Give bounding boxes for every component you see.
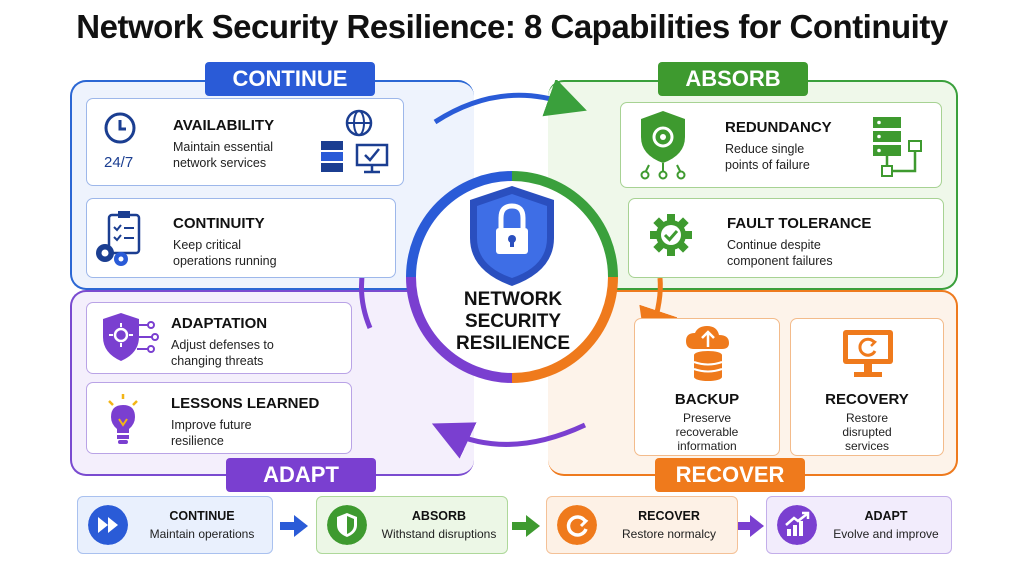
page-title: Network Security Resilience: 8 Capabilit…	[76, 8, 948, 45]
continuity-desc-1: Keep critical	[173, 238, 242, 252]
card-availability: 24/7 AVAILABILITY Maintain essential net…	[86, 98, 404, 186]
cloud-database-icon	[686, 326, 729, 381]
server-globe-icon	[321, 109, 389, 174]
growth-chart-icon	[777, 505, 817, 545]
fault-tolerance-desc-1: Continue despite	[727, 238, 821, 252]
lessons-learned-desc-1: Improve future	[171, 418, 252, 432]
recover-label: RECOVER	[655, 458, 805, 492]
adaptation-title: ADAPTATION	[171, 315, 268, 332]
redundancy-desc-2: points of failure	[725, 158, 810, 172]
fault-tolerance-title: FAULT TOLERANCE	[727, 215, 872, 232]
refresh-icon	[557, 505, 597, 545]
flow-arrow-2	[512, 515, 540, 537]
availability-desc-1: Maintain essential	[173, 140, 274, 154]
availability-badge: 24/7	[104, 154, 134, 171]
adaptation-desc-1: Adjust defenses to	[171, 338, 274, 352]
server-failover-icon	[873, 117, 922, 177]
backup-desc-1: Preserve	[682, 411, 732, 425]
shield-circuit-icon	[103, 313, 159, 361]
recovery-title: RECOVERY	[825, 391, 909, 408]
redundancy-title: REDUNDANCY	[725, 119, 832, 136]
card-continuity: CONTINUITY Keep critical operations runn…	[86, 198, 396, 278]
flow-step-recover: RECOVER Restore normalcy	[546, 496, 738, 554]
backup-desc-3: information	[677, 439, 737, 453]
flow-recover-title: RECOVER	[638, 509, 700, 523]
shield-check-icon	[327, 505, 367, 545]
adaptation-desc-2: changing threats	[171, 354, 264, 368]
flow-continue-desc: Maintain operations	[149, 527, 255, 541]
clipboard-gears-icon	[96, 211, 141, 266]
arrow-continue-to-absorb	[433, 80, 587, 125]
arrow-recover-to-adapt	[431, 422, 587, 459]
center-ring	[406, 171, 618, 383]
continue-label: CONTINUE	[205, 62, 375, 96]
flow-arrow-3	[738, 515, 764, 537]
fault-tolerance-desc-2: component failures	[727, 254, 833, 268]
lightbulb-icon	[108, 394, 138, 444]
continuity-desc-2: operations running	[173, 254, 277, 268]
recovery-desc-3: services	[844, 439, 889, 453]
redundancy-desc-1: Reduce single	[725, 142, 805, 156]
fast-forward-icon	[88, 505, 128, 545]
shield-network-icon	[640, 111, 686, 180]
backup-desc-2: recoverable	[675, 425, 739, 439]
card-backup: BACKUP Preserve recoverable information	[634, 318, 780, 456]
flow-continue-title: CONTINUE	[169, 509, 235, 523]
lessons-learned-desc-2: resilience	[171, 434, 224, 448]
flow-absorb-desc: Withstand disruptions	[381, 527, 497, 541]
center-title: NETWORK SECURITY RESILIENCE	[455, 289, 571, 354]
clock-icon	[104, 112, 136, 144]
availability-title: AVAILABILITY	[173, 117, 275, 134]
card-recovery: RECOVERY Restore disrupted services	[790, 318, 944, 456]
monitor-refresh-icon	[843, 330, 893, 377]
flow-absorb-title: ABSORB	[411, 509, 467, 523]
lessons-learned-title: LESSONS LEARNED	[171, 395, 320, 412]
flow-adapt-desc: Evolve and improve	[833, 527, 939, 541]
continuity-title: CONTINUITY	[173, 215, 265, 232]
adapt-label: ADAPT	[226, 458, 376, 492]
card-lessons-learned: LESSONS LEARNED Improve future resilienc…	[86, 382, 352, 454]
recovery-desc-2: disrupted	[842, 425, 892, 439]
shield-lock-icon	[470, 186, 554, 286]
recovery-desc-1: Restore	[845, 411, 889, 425]
card-fault-tolerance: FAULT TOLERANCE Continue despite compone…	[628, 198, 944, 278]
card-adaptation: ADAPTATION Adjust defenses to changing t…	[86, 302, 352, 374]
flow-recover-desc: Restore normalcy	[621, 527, 717, 541]
gear-check-icon	[650, 214, 692, 256]
backup-title: BACKUP	[674, 391, 740, 408]
flow-adapt-title: ADAPT	[864, 509, 908, 523]
flow-step-absorb: ABSORB Withstand disruptions	[316, 496, 508, 554]
flow-step-adapt: ADAPT Evolve and improve	[766, 496, 952, 554]
card-redundancy: REDUNDANCY Reduce single points of failu…	[620, 102, 942, 188]
availability-desc-2: network services	[173, 156, 267, 170]
flow-step-continue: CONTINUE Maintain operations	[77, 496, 273, 554]
flow-arrow-1	[280, 515, 308, 537]
absorb-label: ABSORB	[658, 62, 808, 96]
